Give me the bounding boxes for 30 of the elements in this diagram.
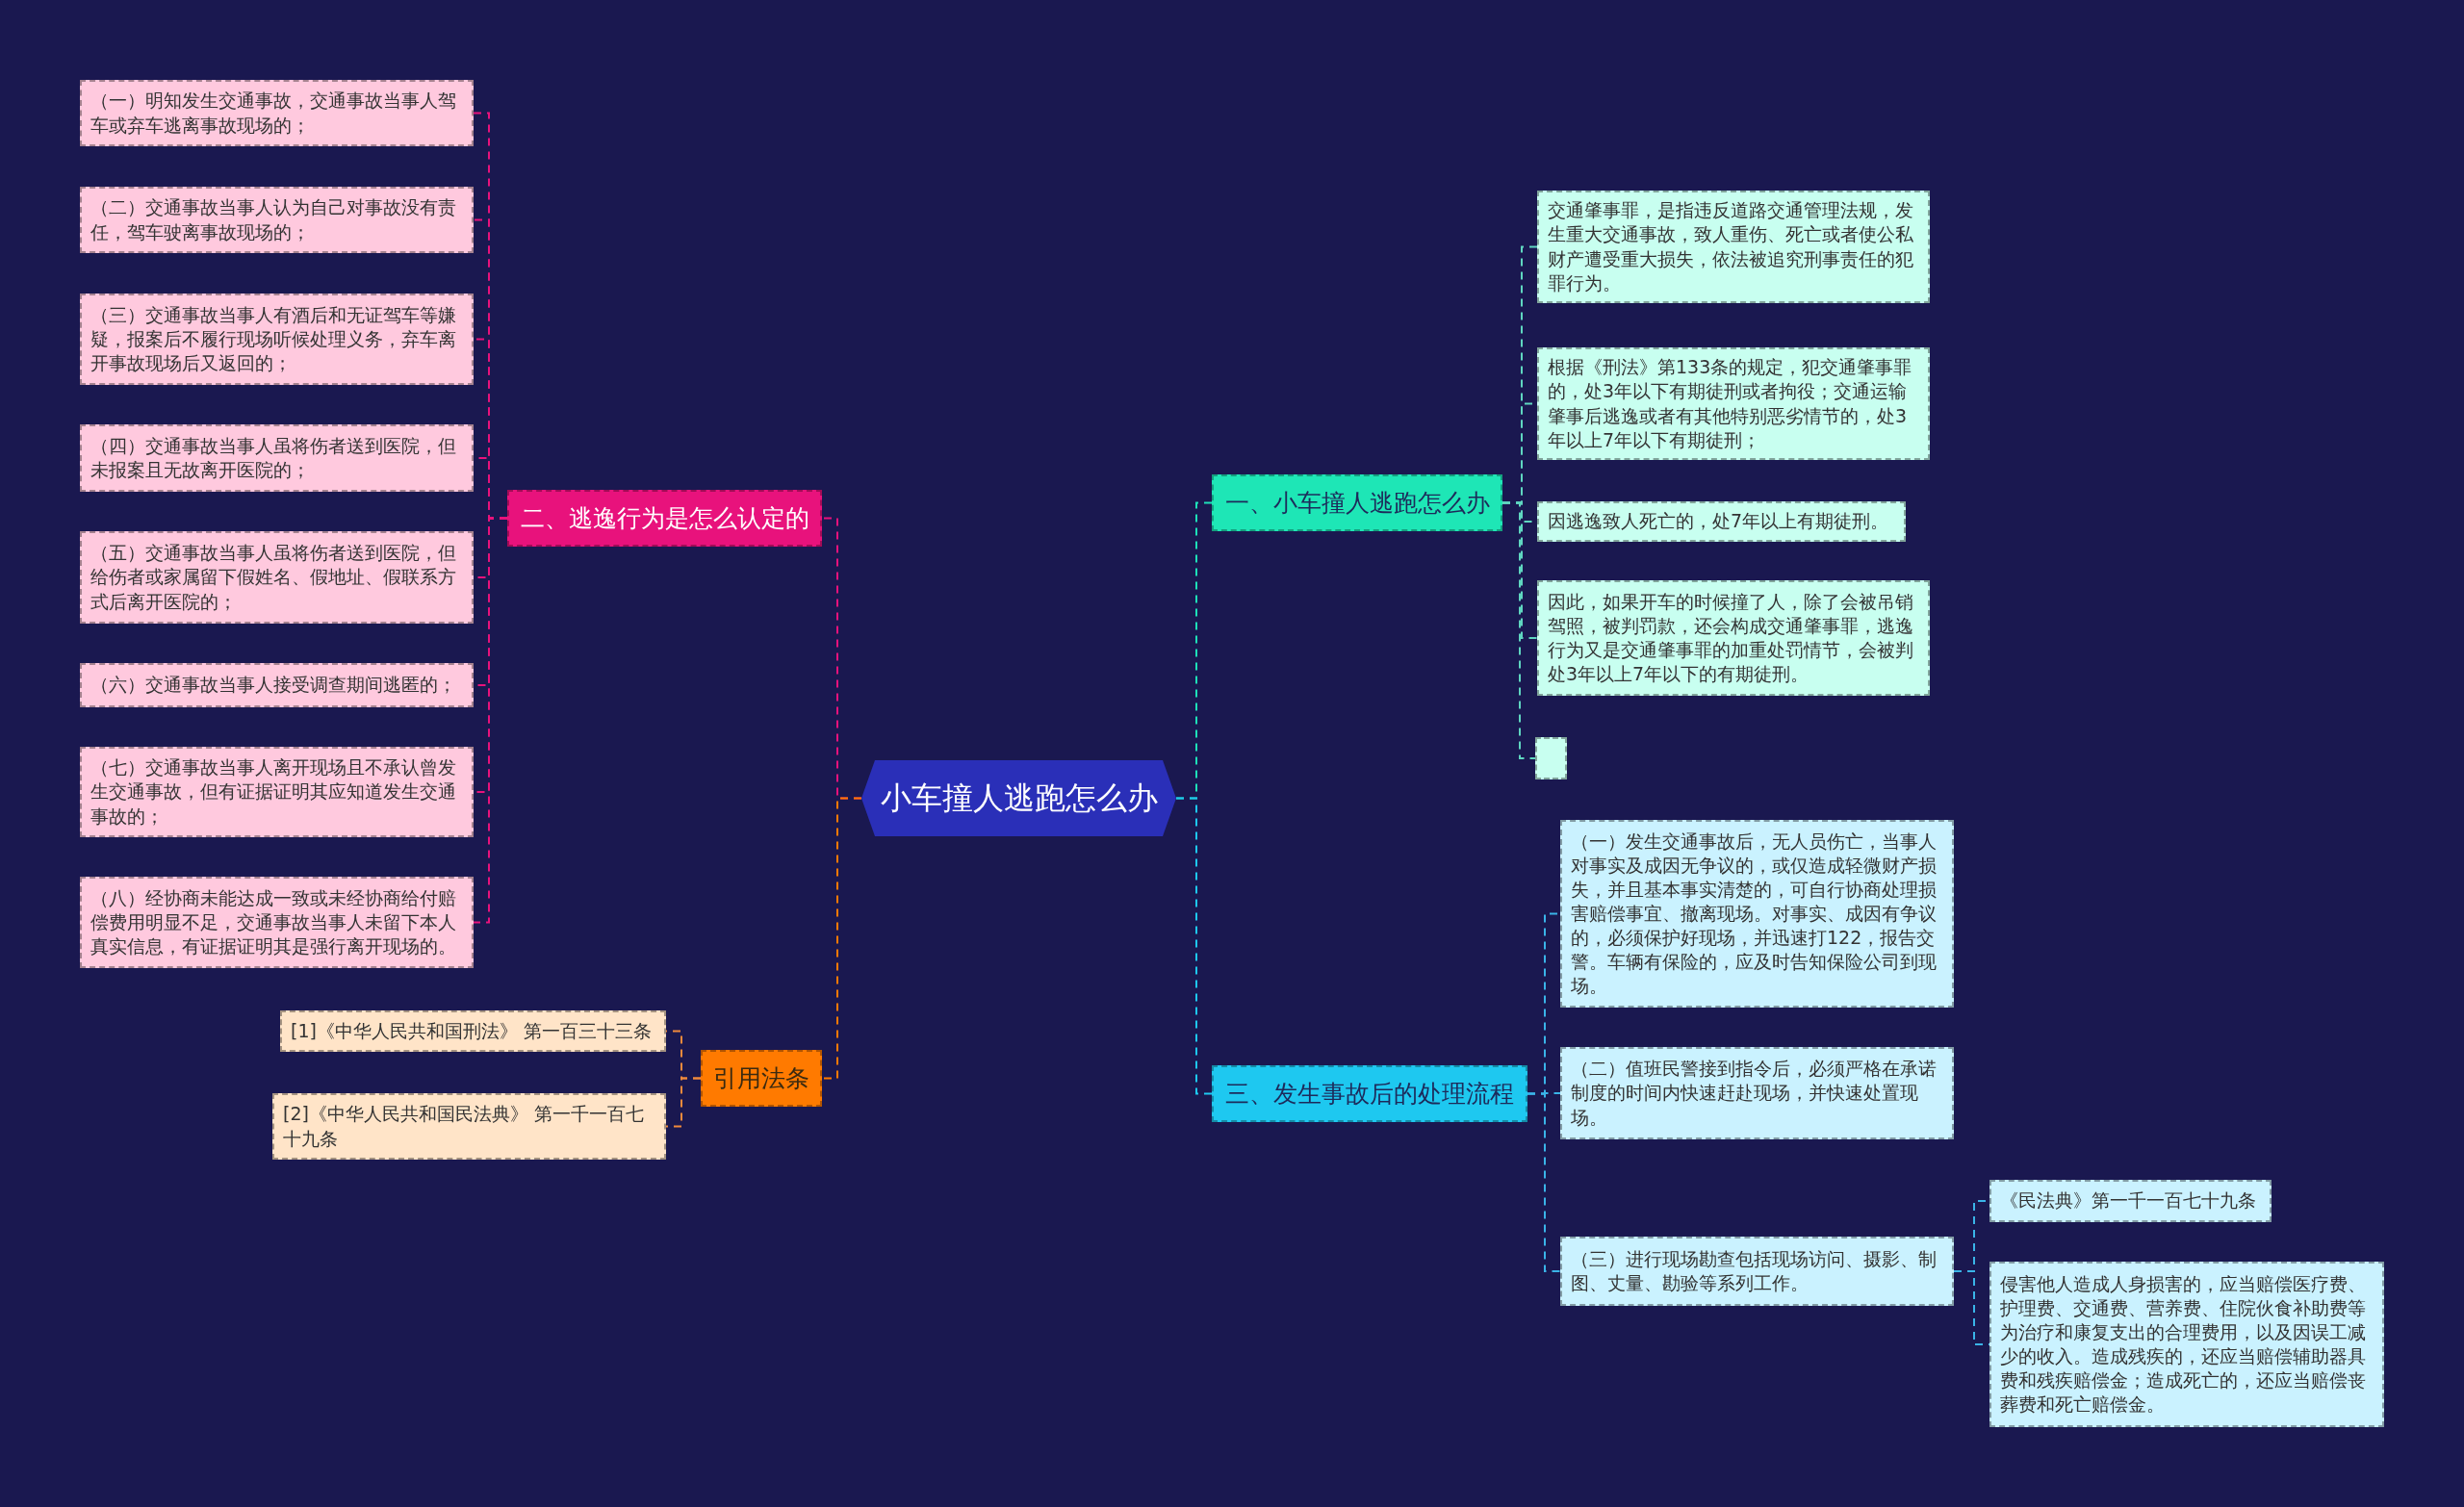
empty-box <box>1535 737 1567 779</box>
subtopic-box: （二）交通事故当事人认为自己对事故没有责任，驾车驶离事故现场的； <box>80 187 474 253</box>
branch-topic: 一、小车撞人逃跑怎么办 <box>1212 474 1502 531</box>
subtopic-box: 因逃逸致人死亡的，处7年以上有期徒刑。 <box>1537 501 1906 542</box>
subtopic-box: （三）交通事故当事人有酒后和无证驾车等嫌疑，报案后不履行现场听候处理义务，弃车离开事故现场后又返回的； <box>80 294 474 385</box>
subtopic-box: （三）进行现场勘查包括现场访问、摄影、制图、丈量、勘验等系列工作。 <box>1560 1237 1954 1306</box>
subtopic-box: 《民法典》第一千一百七十九条 <box>1989 1180 2272 1222</box>
connector <box>665 1077 702 1128</box>
central-topic: 小车撞人逃跑怎么办 <box>861 760 1176 836</box>
branch-topic: 引用法条 <box>701 1050 822 1107</box>
subtopic-box: [2]《中华人民共和国民法典》 第一千一百七十九条 <box>272 1093 666 1160</box>
subtopic-box: 侵害他人造成人身损害的，应当赔偿医疗费、护理费、交通费、营养费、住院伙食补助费等为治疗和康复支出的合理费用，以及因误工减少的收入。造成残疾的，还应当赔偿辅助器具费和残疾赔偿金；造成死亡的，还应当赔偿丧葬费和死亡赔偿金。 <box>1989 1262 2384 1427</box>
subtopic-box: （五）交通事故当事人虽将伤者送到医院，但给伤者或家属留下假姓名、假地址、假联系方式后离开医院的； <box>80 531 474 624</box>
connector <box>1527 1092 1561 1272</box>
branch-topic: 三、发生事故后的处理流程 <box>1212 1065 1527 1122</box>
subtopic-box: （四）交通事故当事人虽将伤者送到医院，但未报案且无故离开医院的； <box>80 424 474 492</box>
subtopic-box: 因此，如果开车的时候撞了人，除了会被吊销驾照，被判罚款，还会构成交通肇事罪，逃逸行为又是交通肇事罪的加重处罚情节，会被判处3年以上7年以下的有期徒刑。 <box>1537 580 1930 696</box>
subtopic-box: （六）交通事故当事人接受调查期间逃匿的； <box>80 663 474 707</box>
subtopic-box: （七）交通事故当事人离开现场且不承认曾发生交通事故，但有证据证明其应知道发生交通事故的； <box>80 747 474 837</box>
subtopic-box: （八）经协商未能达成一致或未经协商给付赔偿费用明显不足，交通事故当事人未留下本人真实信息，有证据证明其是强行离开现场的。 <box>80 877 474 968</box>
connector <box>821 797 862 1080</box>
connector <box>1175 797 1213 1095</box>
connector <box>1502 501 1536 759</box>
branch-topic: 二、逃逸行为是怎么认定的 <box>507 490 822 547</box>
subtopic-box: （一）发生交通事故后，无人员伤亡，当事人对事实及成因无争议的，或仅造成轻微财产损失，并且基本事实清楚的，可自行协商处理损害赔偿事宜、撤离现场。对事实、成因有争议的，必须保护好现场，并迅速打122，报告交警。车辆有保险的，应及时告知保险公司到现场。 <box>1560 820 1954 1008</box>
subtopic-box: 根据《刑法》第133条的规定，犯交通肇事罪的，处3年以下有期徒刑或者拘役；交通运输肇事后逃逸或者有其他特别恶劣情节的，处3年以上7年以下有期徒刑； <box>1537 347 1930 460</box>
subtopic-box: 交通肇事罪，是指违反道路交通管理法规，发生重大交通事故，致人重伤、死亡或者使公私财产遭受重大损失，依法被追究刑事责任的犯罪行为。 <box>1537 191 1930 303</box>
subtopic-box: （一）明知发生交通事故，交通事故当事人驾车或弃车逃离事故现场的； <box>80 80 474 146</box>
subtopic-box: （二）值班民警接到指令后，必须严格在承诺制度的时间内快速赶赴现场，并快速处置现场。 <box>1560 1047 1954 1139</box>
subtopic-box: [1]《中华人民共和国刑法》 第一百三十三条 <box>280 1010 666 1052</box>
